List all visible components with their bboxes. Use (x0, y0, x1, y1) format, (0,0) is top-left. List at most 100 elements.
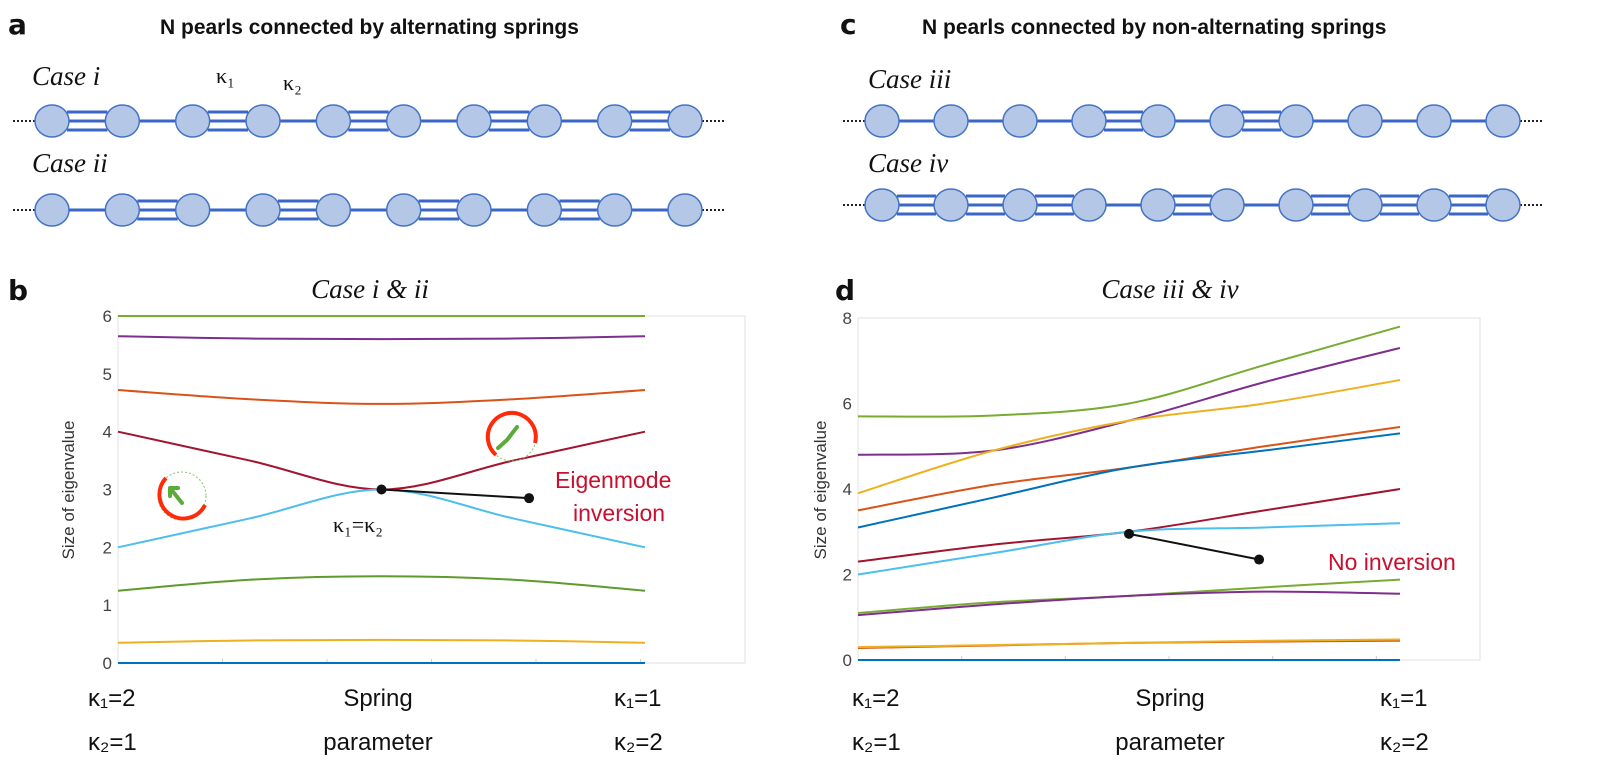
chart-d-xlabel-left-2: κ₂=1 (852, 729, 901, 756)
panel-c-title: N pearls connected by non-alternating sp… (922, 16, 1386, 39)
pearl (1071, 188, 1107, 222)
pearl (596, 104, 633, 138)
chain-case-iv (843, 188, 1542, 222)
pearl (245, 104, 281, 138)
series-line (857, 379, 1401, 495)
pearl (1278, 188, 1314, 222)
chart-b-xlabel-left-2: κ₂=1 (88, 729, 137, 756)
y-tick-label: 2 (843, 566, 852, 585)
pearl (174, 193, 211, 227)
series-line (117, 389, 646, 405)
series-line (857, 426, 1401, 512)
chart-d-title: Case iii & iv (1101, 274, 1238, 304)
panel-letter-a: a (8, 8, 27, 41)
rotation-cw-arrow-icon (496, 425, 519, 450)
near-crossing-point (1124, 528, 1134, 539)
y-tick-label: 5 (103, 365, 112, 384)
pearl (1140, 104, 1176, 138)
y-tick-label: 0 (843, 651, 852, 670)
series-line (117, 638, 646, 644)
pearl (34, 193, 70, 227)
annotation-connector (381, 488, 530, 500)
pearl (245, 193, 281, 227)
chart-d-xlabel-right-2: κ₂=2 (1380, 729, 1429, 756)
pearl (315, 104, 352, 138)
no-inversion-label: No inversion (1328, 549, 1456, 575)
pearl (596, 193, 633, 227)
pearl (34, 104, 70, 138)
pearl (1416, 188, 1452, 222)
pearl (1278, 104, 1314, 138)
panel-letter-b: b (8, 274, 28, 307)
y-tick-label: 4 (103, 423, 112, 442)
series-line (857, 638, 1401, 649)
rotation-ccw-arrow-icon (168, 486, 184, 505)
pearl (456, 193, 492, 227)
chart-d-ylabel: Size of eigenvalue (811, 421, 830, 560)
panel-letter-c: c (840, 8, 857, 41)
pearl (667, 104, 703, 138)
pearl (315, 193, 352, 227)
pearl (933, 188, 969, 222)
chain-case-ii (13, 193, 724, 227)
chain-case-iii (843, 104, 1542, 138)
annotation-connector (1128, 532, 1260, 561)
pearl (1071, 104, 1107, 138)
chart-b-xlabel-center-1: Spring (343, 685, 412, 712)
pearl (385, 193, 422, 227)
y-tick-label: 8 (843, 309, 852, 328)
plot-frame (857, 317, 1481, 661)
chart-b-title: Case i & ii (311, 274, 429, 304)
pearl (456, 104, 492, 138)
series-line (857, 432, 1401, 529)
pearl (1209, 188, 1245, 222)
chart-b: 0 1 2 3 4 5 6 (103, 307, 746, 673)
pearl (667, 193, 703, 227)
chart-b-ylabel: Size of eigenvalue (59, 421, 78, 560)
chart-b-xlabel-right-2: κ₂=2 (614, 729, 663, 756)
y-tick-label: 2 (103, 538, 112, 557)
chart-d-xlabel-center-2: parameter (1115, 729, 1224, 756)
pearl (385, 104, 422, 138)
pearl (104, 193, 141, 227)
eigenmode-inversion-label-1: Eigenmode (555, 467, 671, 493)
chart-b-xlabel-left-1: κ₁=2 (88, 685, 135, 712)
pearl (1347, 188, 1383, 222)
chain-case-i (13, 104, 724, 138)
y-tick-label: 0 (103, 654, 112, 673)
chart-d-xlabel-left-1: κ₁=2 (852, 685, 899, 712)
pearl (864, 188, 900, 222)
panel-a-title: N pearls connected by alternating spring… (160, 16, 579, 39)
rotation-cw-icon (485, 410, 538, 457)
chart-b-xlabel-center-2: parameter (323, 729, 432, 756)
chart-b-xlabel-right-1: κ₁=1 (614, 685, 661, 712)
panel-letter-d: d (835, 274, 855, 307)
chart-d-xlabel-center-1: Spring (1135, 685, 1204, 712)
pearl (1347, 104, 1383, 138)
crossing-point (376, 484, 387, 495)
case-i-label: Case i (32, 61, 100, 91)
y-tick-label: 6 (843, 395, 852, 414)
y-tick-label: 6 (103, 307, 112, 326)
pearl (1209, 104, 1245, 138)
case-iv-label: Case iv (868, 148, 948, 178)
y-tick-label: 3 (103, 481, 112, 500)
kappa2-label: κ₂ (283, 70, 302, 95)
eigenmode-inversion-label-2: inversion (573, 500, 665, 526)
series-line (857, 590, 1401, 617)
connector-end-dot (1254, 554, 1265, 565)
pearl (1002, 188, 1038, 222)
pearl (864, 104, 900, 138)
case-iii-label: Case iii (868, 64, 951, 94)
pearl (1485, 188, 1521, 222)
chart-d-xlabel-right-1: κ₁=1 (1380, 685, 1427, 712)
kappa1-label: κ₁ (216, 63, 235, 88)
connector-end-dot (524, 493, 535, 504)
crossing-label: κ₁=κ₂ (333, 512, 383, 537)
y-tick-label: 1 (103, 596, 112, 615)
case-ii-label: Case ii (32, 148, 108, 178)
rotation-ccw-icon (157, 476, 207, 521)
series-line (117, 335, 646, 341)
